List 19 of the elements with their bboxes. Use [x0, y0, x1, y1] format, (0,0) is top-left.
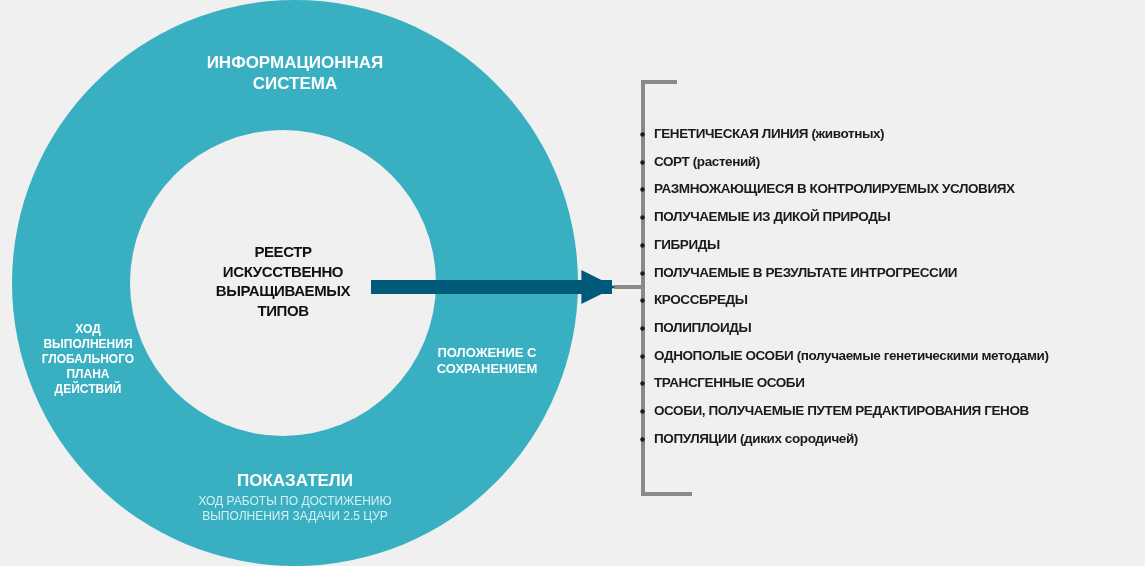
ring-label: ПОЛОЖЕНИЕ С СОХРАНЕНИЕМ [435, 345, 539, 378]
arrow [371, 270, 616, 304]
list-item: КРОССБРЕДЫ [654, 292, 748, 308]
list-item: ПОПУЛЯЦИИ (диких сородичей) [654, 430, 858, 446]
list-item: ПОЛУЧАЕМЫЕ ИЗ ДИКОЙ ПРИРОДЫ [654, 209, 891, 225]
list-item: ОСОБИ, ПОЛУЧАЕМЫЕ ПУТЕМ РЕДАКТИРОВАНИЯ ГЕНОВ [654, 403, 1029, 418]
list-item: ПОЛУЧАЕМЫЕ В РЕЗУЛЬТАТЕ ИНТРОГРЕССИИ [654, 264, 957, 280]
list-item: ТРАНСГЕННЫЕ ОСОБИ [654, 375, 805, 391]
list-item: СОРТ (растений) [654, 153, 760, 169]
ring-heading: ИНФОРМАЦИОННАЯ СИСТЕМА [205, 52, 385, 95]
list-item: ПОЛИПЛОИДЫ [654, 319, 752, 335]
list-item: ОДНОПОЛЫЕ ОСОБИ (получаемые генетическими методами) [654, 347, 1049, 363]
list-item: ГИБРИДЫ [654, 236, 720, 252]
ring-label: ХОД ВЫПОЛНЕНИЯ ГЛОБАЛЬНОГО ПЛАНА ДЕЙСТВИЙ [40, 322, 136, 397]
list-item: ГЕНЕТИЧЕСКАЯ ЛИНИЯ (животных) [654, 126, 885, 141]
list-item: РАЗМНОЖАЮЩИЕСЯ В КОНТРОЛИРУЕМЫХ УСЛОВИЯХ [654, 181, 1015, 197]
center-text: РЕЕСТР ИСКУССТВЕННО ВЫРАЩИВАЕМЫХ ТИПОВ [214, 242, 352, 320]
ring-heading: ПОКАЗАТЕЛИ [235, 470, 354, 492]
ring-subtext: ХОД РАБОТЫ ПО ДОСТИЖЕНИЮ ВЫПОЛНЕНИЯ ЗАДАЧИ 2.5 ЦУР [197, 494, 393, 524]
